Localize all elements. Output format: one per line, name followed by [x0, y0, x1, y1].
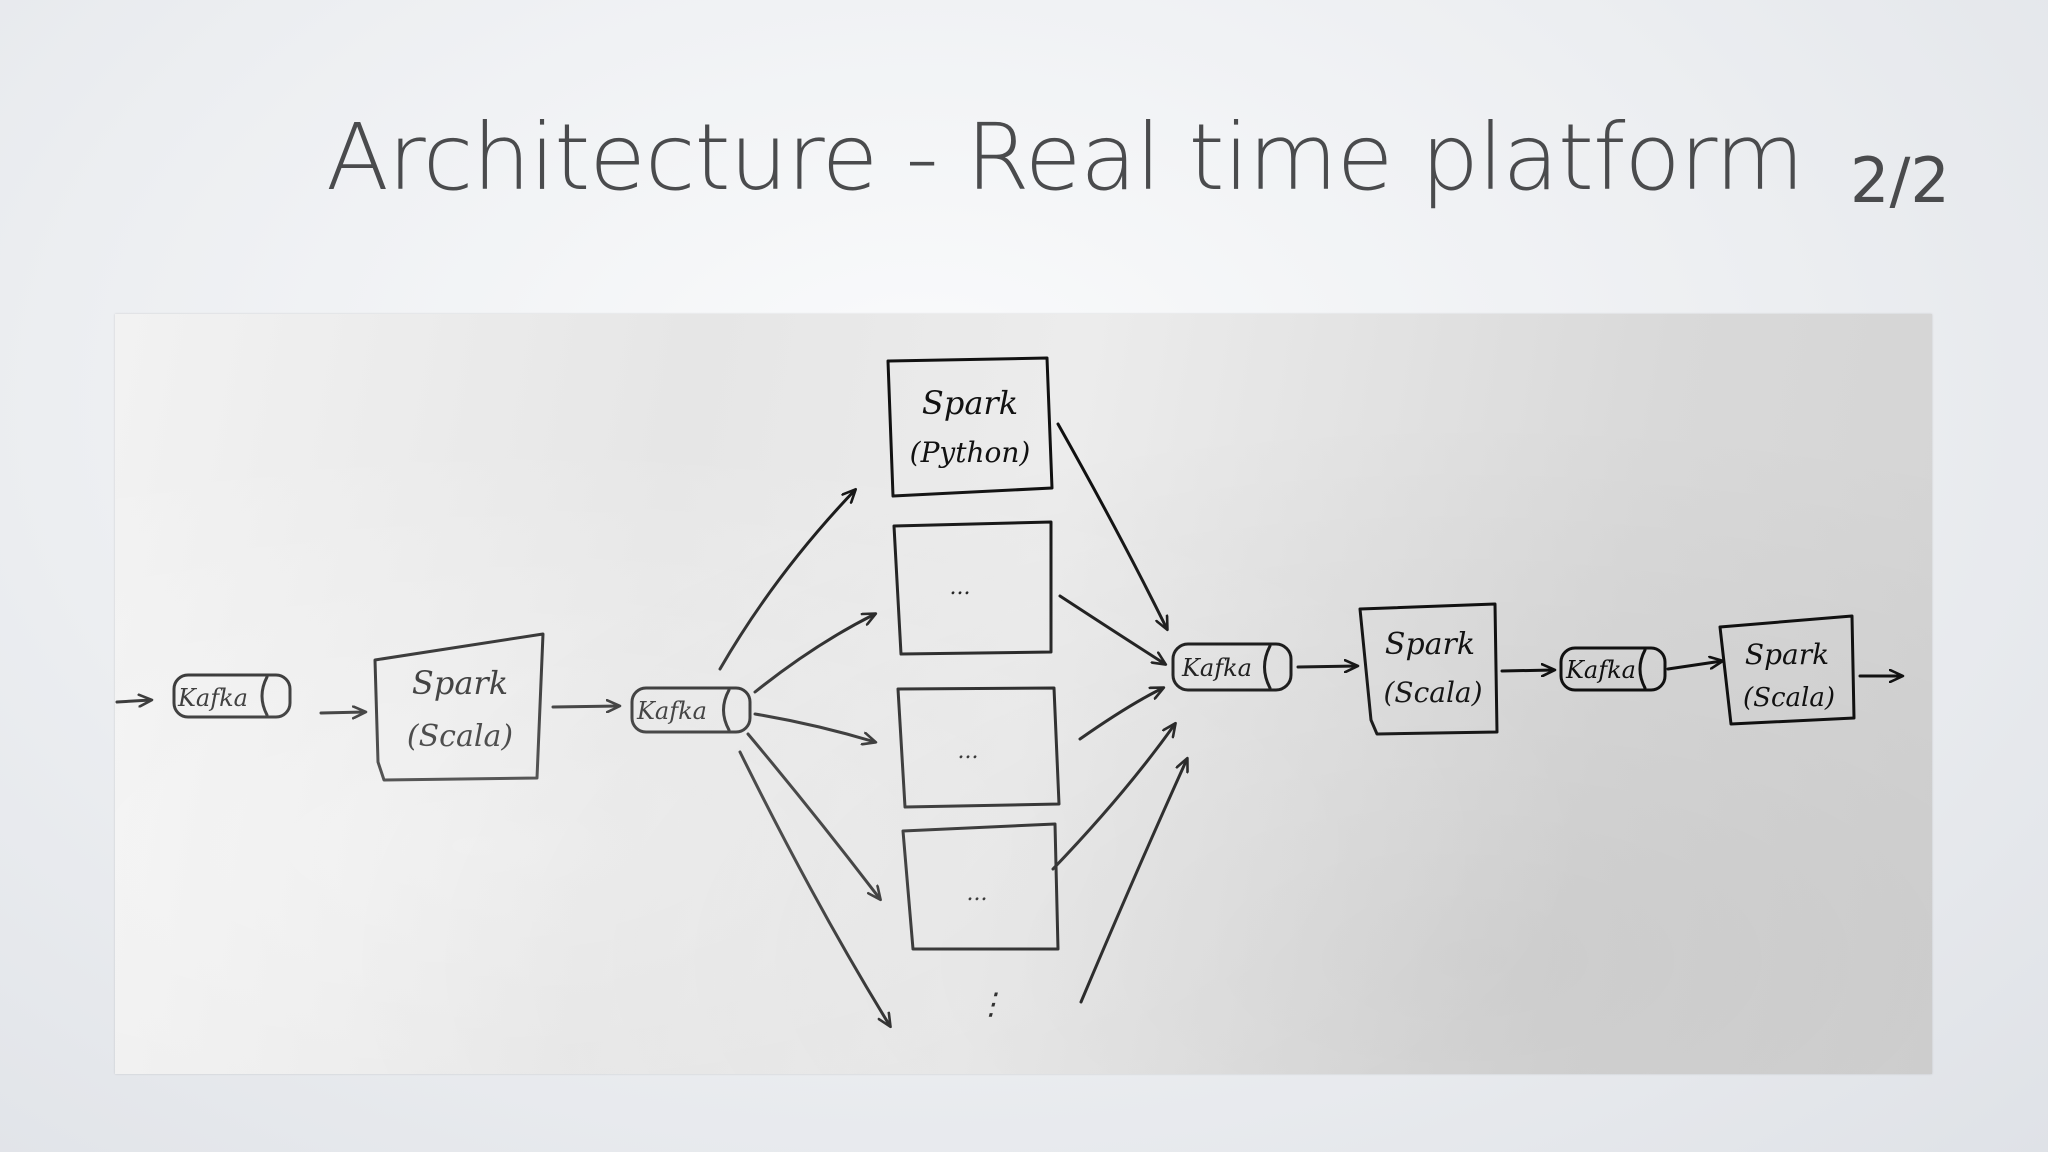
kafka-topic-3-label: Kafka: [1181, 654, 1252, 682]
more-jobs-continuation-mark: ⋮: [976, 987, 1006, 1022]
arrow-spark1-kafka2: [553, 706, 619, 707]
spark-scala-job-1: Spark (Scala): [375, 634, 543, 780]
spark-python-job-name: Spark: [922, 384, 1018, 422]
kafka-topic-1-label: Kafka: [177, 684, 248, 712]
arrow-fanout-4: [748, 734, 880, 899]
arrow-fanin-1: [1058, 424, 1167, 629]
arrow-spark2-kafka4: [1502, 670, 1554, 671]
kafka-topic-2: Kafka: [632, 688, 750, 732]
arrow-fanin-3: [1080, 688, 1163, 739]
spark-scala-job-2: Spark (Scala): [1360, 604, 1497, 734]
arrow-fanout-1: [720, 490, 855, 669]
spark-scala-job-2-lang: (Scala): [1383, 676, 1482, 709]
arrow-kafka1-spark1: [321, 712, 365, 713]
kafka-topic-1: Kafka: [174, 675, 290, 717]
placeholder-job-2-label: ...: [958, 739, 979, 764]
arrow-kafka4-spark3: [1668, 661, 1722, 669]
arrow-fanin-5: [1081, 759, 1187, 1002]
spark-scala-job-1-name: Spark: [412, 664, 508, 702]
spark-scala-job-2-name: Spark: [1385, 627, 1475, 662]
spark-python-job: Spark (Python): [888, 358, 1052, 496]
kafka-topic-3: Kafka: [1173, 644, 1291, 690]
arrow-fanin-2: [1060, 596, 1165, 664]
placeholder-job-1-label: ...: [950, 575, 971, 600]
spark-scala-job-3-lang: (Scala): [1743, 683, 1835, 713]
spark-scala-job-3-name: Spark: [1745, 638, 1829, 671]
arrow-fanout-3: [755, 714, 875, 742]
placeholder-job-1: ...: [894, 522, 1051, 654]
arrow-fanin-4: [1053, 724, 1175, 869]
arrow-input: [117, 700, 151, 702]
placeholder-job-2: ...: [898, 688, 1059, 807]
placeholder-job-3-label: ...: [967, 881, 988, 906]
spark-scala-job-1-lang: (Scala): [407, 719, 513, 754]
kafka-topic-4: Kafka: [1561, 648, 1665, 690]
spark-scala-job-3: Spark (Scala): [1720, 616, 1854, 724]
kafka-topic-2-label: Kafka: [636, 697, 707, 725]
whiteboard-sketch-photo: Kafka Spark (Scala) Kafka Spark (Python): [115, 314, 1932, 1074]
slide-page-number: 2/2: [1850, 150, 1950, 212]
kafka-topic-4-label: Kafka: [1565, 656, 1636, 684]
placeholder-job-3: ...: [903, 824, 1058, 949]
arrow-kafka3-spark2: [1298, 666, 1357, 667]
arrow-fanout-2: [755, 614, 875, 692]
spark-python-job-lang: (Python): [910, 436, 1031, 469]
slide-title: Architecture - Real time platform: [326, 112, 1804, 204]
arrow-fanout-5: [740, 752, 890, 1026]
architecture-diagram: Kafka Spark (Scala) Kafka Spark (Python): [115, 314, 1932, 1074]
